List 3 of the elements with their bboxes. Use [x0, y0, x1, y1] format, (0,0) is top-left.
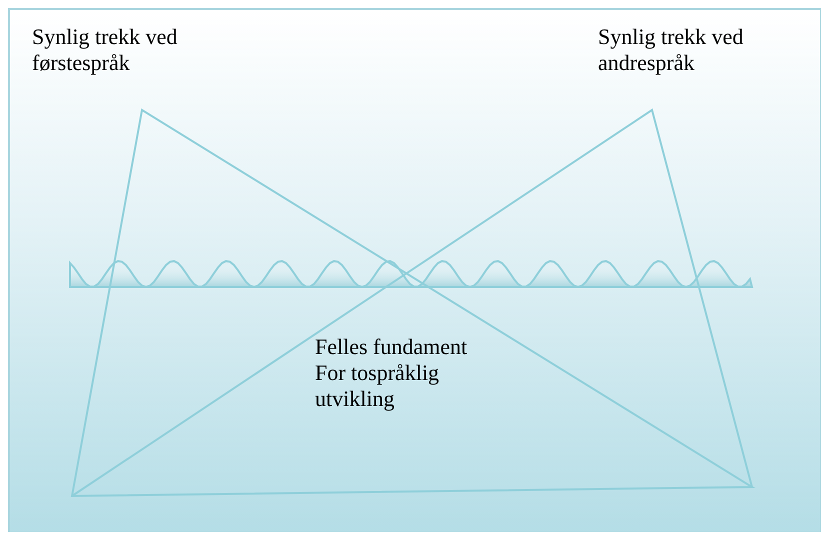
heading-label: Synlig trekk ved førstespråk [32, 24, 178, 76]
heading-label: Synlig trekk ved andrespråk [598, 24, 744, 76]
foundation-label: Felles fundament For tospråklig utvikling [315, 334, 468, 412]
